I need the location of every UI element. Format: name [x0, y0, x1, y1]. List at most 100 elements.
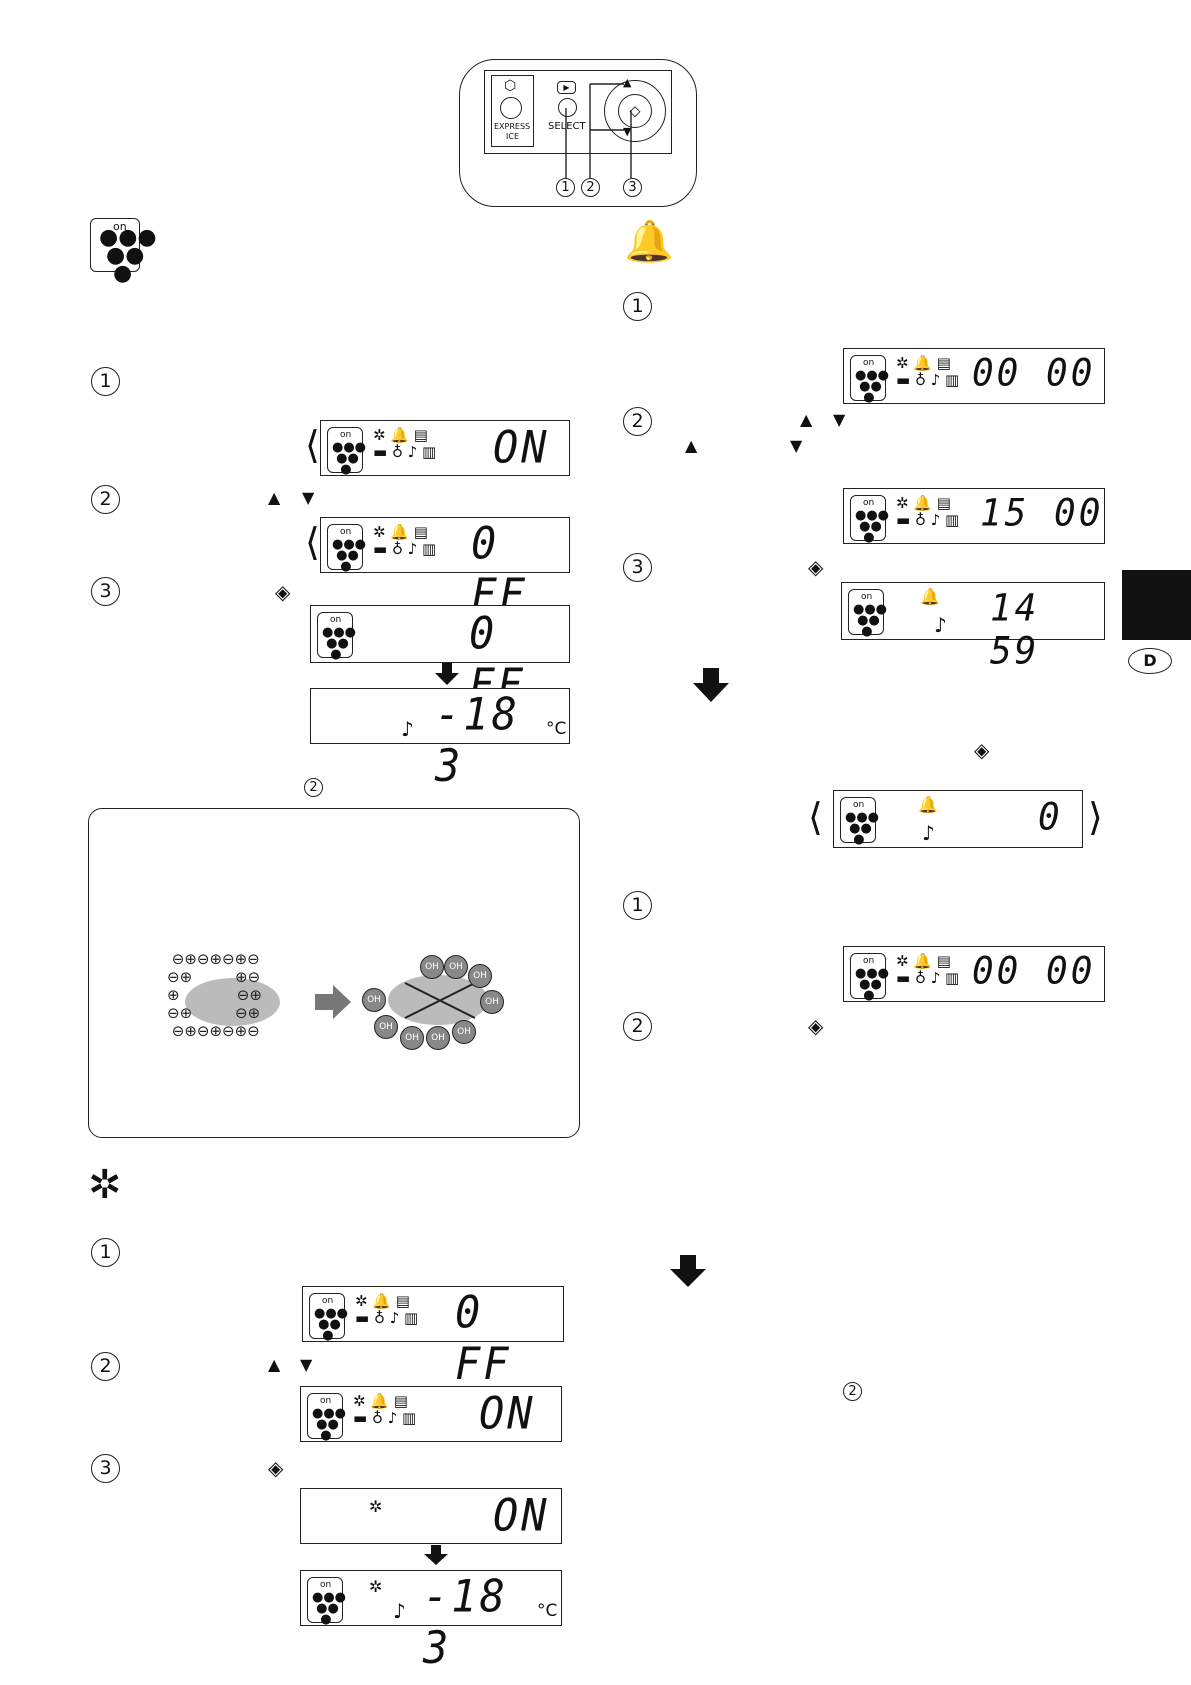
- temp-unit: °C: [537, 1601, 558, 1621]
- language-badge: D: [1128, 648, 1172, 674]
- music-note-icon: ♪: [922, 821, 935, 845]
- select-button[interactable]: [558, 98, 577, 117]
- alarm-step-3: 3: [623, 553, 652, 582]
- alarm-step-1: 1: [623, 292, 652, 321]
- control-panel-inner: [484, 70, 672, 154]
- ion-step-3: 3: [91, 577, 120, 606]
- temp-unit: °C: [546, 719, 567, 739]
- dial-outer[interactable]: [604, 80, 666, 142]
- callout-1: 1: [556, 178, 575, 197]
- frost-temp-value: -18 3: [423, 1570, 508, 1674]
- frost-display-on: ✲ ON: [300, 1488, 562, 1544]
- blink-mark-right: ⟩: [1088, 795, 1103, 839]
- callout-3: 3: [623, 178, 642, 197]
- ion-display-value: ON: [493, 421, 550, 474]
- alarm-function-icon: 🔔: [624, 219, 674, 265]
- status-icons: ✲ 🔔 ▤▬ ♁ ♪ ▥: [896, 494, 960, 529]
- ion-before-diagram: ⊖⊕⊖⊕⊖⊕⊖⊖⊕ ⊕⊖⊕ ⊖⊕⊖⊕ ⊖⊕ ⊖⊕⊖⊕⊖⊕⊖: [165, 950, 295, 1050]
- frost-display-on-blink: on●●● ●● ● ✲ 🔔 ▤▬ ♁ ♪ ▥ ON: [300, 1386, 562, 1442]
- frost-function-icon: ✲: [88, 1162, 122, 1208]
- blink-mark-left: ⟨: [305, 423, 320, 467]
- blink-mark-left: ⟨: [808, 795, 823, 839]
- alarm-display-4: on●●● ●● ● 🔔 ♪ 0: [833, 790, 1083, 848]
- ion-display-temp: ♪ -18 3 °C: [310, 688, 570, 791]
- ion-note-ref: 2: [304, 778, 323, 797]
- ion-function-icon: on ●●● ●● ●: [90, 218, 157, 285]
- start-icon: ◈: [808, 1014, 824, 1038]
- ion-temp-value: -18 3: [435, 688, 520, 792]
- up-arrow-icon: ▲: [800, 410, 813, 429]
- status-icons: ✲ 🔔 ▤▬ ♁ ♪ ▥: [353, 1392, 417, 1427]
- alarm-display-value: 00 00: [972, 949, 1096, 994]
- frost-display-value: 0 FF: [455, 1286, 512, 1390]
- music-note-icon: ♪: [401, 717, 414, 741]
- start-icon: ◈: [268, 1456, 284, 1480]
- snowflake-icon: ✲: [369, 1577, 383, 1596]
- down-arrow-icon: ▼: [790, 436, 803, 455]
- grape-icon: ●●● ●● ●: [99, 225, 157, 286]
- ion-grape-icon: on●●● ●● ●: [327, 427, 366, 476]
- frost-display-value: ON: [493, 1489, 550, 1542]
- status-icons: ✲ 🔔 ▤▬ ♁ ♪ ▥: [896, 354, 960, 389]
- start-icon: ◈: [974, 738, 990, 762]
- express-label: EXPRESS: [494, 122, 531, 131]
- status-icons: ✲ 🔔 ▤▬ ♁ ♪ ▥: [373, 523, 437, 558]
- ion-info-box: [88, 808, 580, 1138]
- frost-step-1: 1: [91, 1238, 120, 1267]
- alarm-note-ref: 2: [843, 1382, 862, 1401]
- ice-label: ICE: [506, 132, 519, 141]
- frost-step-2: 2: [91, 1352, 120, 1381]
- callout-lines: [565, 83, 632, 178]
- alarm-step-1b: 1: [623, 891, 652, 920]
- alarm-display-value: 0: [1038, 795, 1063, 840]
- frost-display-off: on●●● ●● ● ✲ 🔔 ▤▬ ♁ ♪ ▥ 0 FF: [302, 1286, 564, 1389]
- music-note-icon: ♪: [393, 1599, 406, 1623]
- select-play-icon: ▶: [557, 81, 576, 94]
- frost-display-temp: on●●● ●● ● ✲ ♪ -18 3 °C: [300, 1570, 562, 1673]
- snowflake-icon: ✲: [369, 1497, 383, 1516]
- status-icons: ✲ 🔔 ▤▬ ♁ ♪ ▥: [355, 1292, 419, 1327]
- up-arrow-icon: ▲: [623, 76, 632, 89]
- status-icons: ✲ 🔔 ▤▬ ♁ ♪ ▥: [373, 426, 437, 461]
- ion-display-off-blink: on●●● ●● ● ✲ 🔔 ▤▬ ♁ ♪ ▥ 0 FF: [320, 517, 570, 620]
- ion-step-1: 1: [91, 367, 120, 396]
- down-arrow-indicator: [693, 668, 729, 702]
- status-icons: ✲ 🔔 ▤▬ ♁ ♪ ▥: [896, 952, 960, 987]
- alarm-display-5: on●●● ●● ● ✲ 🔔 ▤▬ ♁ ♪ ▥ 00 00: [843, 946, 1105, 1002]
- select-label: SELECT: [548, 121, 586, 132]
- alarm-display-2: on●●● ●● ● ✲ 🔔 ▤▬ ♁ ♪ ▥ 15 00: [843, 488, 1105, 544]
- down-arrow-indicator: [435, 663, 459, 685]
- up-arrow-icon: ▲: [268, 1355, 281, 1374]
- down-arrow-indicator: [670, 1255, 706, 1287]
- alarm-step-2b: 2: [623, 1012, 652, 1041]
- alarm-display-3: on●●● ●● ● 🔔 ♪ 14 59: [841, 582, 1105, 673]
- alarm-display-value: 00 00: [972, 351, 1096, 396]
- alarm-display-1: on●●● ●● ● ✲ 🔔 ▤▬ ♁ ♪ ▥ 00 00: [843, 348, 1105, 404]
- music-note-icon: ♪: [934, 613, 947, 637]
- frost-step-3: 3: [91, 1454, 120, 1483]
- ion-display-on: on●●● ●● ● ✲ 🔔 ▤▬ ♁ ♪ ▥ ON: [320, 420, 570, 476]
- down-arrow-icon: ▼: [302, 488, 315, 507]
- alarm-display-value: 15 00: [980, 491, 1104, 536]
- alarm-bell-icon: 🔔: [918, 795, 938, 814]
- express-ice-button[interactable]: ⬡ EXPRESS ICE: [491, 75, 534, 147]
- ion-after-diagram: OH OH OH OH OH OH OH OH OH: [360, 950, 510, 1050]
- start-icon: ◈: [275, 580, 291, 604]
- alarm-display-value: 14 59: [990, 586, 1040, 674]
- frost-display-value: ON: [479, 1387, 536, 1440]
- start-icon: ◈: [808, 555, 824, 579]
- transform-arrow: [315, 985, 351, 1019]
- up-arrow-icon: ▲: [685, 436, 698, 455]
- alarm-bell-icon: 🔔: [920, 587, 940, 606]
- section-tab: [1122, 570, 1191, 640]
- down-arrow-icon: ▼: [300, 1355, 313, 1374]
- down-arrow-icon: ▼: [623, 125, 632, 138]
- alarm-step-2: 2: [623, 407, 652, 436]
- callout-2: 2: [581, 178, 600, 197]
- down-arrow-icon: ▼: [833, 410, 846, 429]
- ion-display-off: on●●● ●● ● 0 FF: [310, 605, 570, 710]
- blink-mark-left: ⟨: [305, 520, 320, 564]
- down-arrow-indicator: [424, 1545, 448, 1565]
- up-arrow-icon: ▲: [268, 488, 281, 507]
- start-button[interactable]: ⬦: [618, 94, 652, 128]
